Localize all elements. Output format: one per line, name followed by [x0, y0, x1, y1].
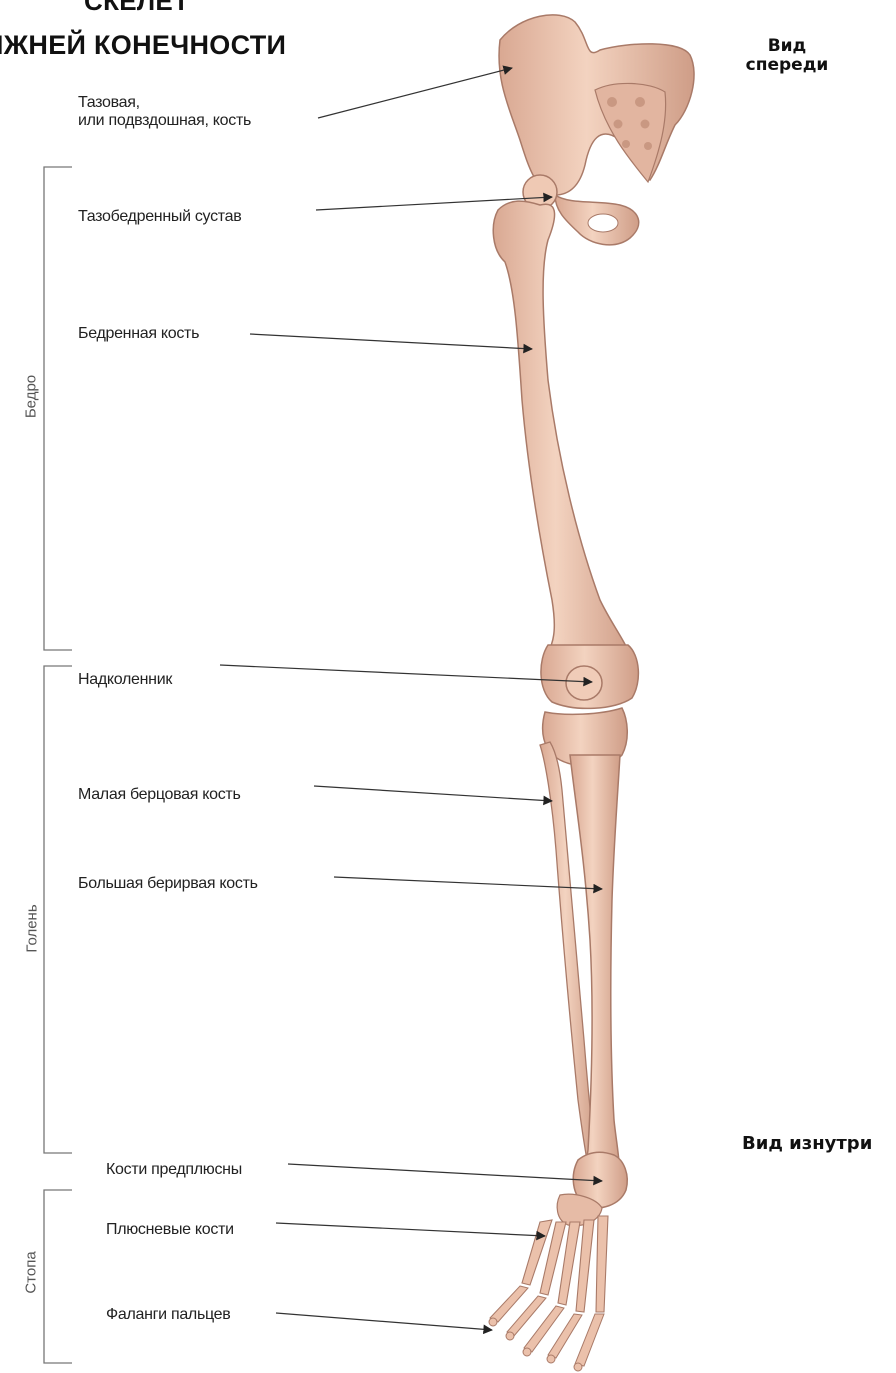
femur-bone: [493, 201, 632, 660]
leader-patella: [220, 665, 592, 682]
region-label-thigh: Бедро: [23, 372, 40, 422]
patella-bone: [566, 666, 602, 700]
leader-tarsals: [288, 1164, 602, 1181]
label-tarsals: Кости предплюсны: [106, 1161, 242, 1179]
leader-pelvis: [318, 68, 512, 118]
region-brackets: [44, 167, 72, 1363]
phalanx-bones: [489, 1286, 604, 1371]
bracket-thigh: [44, 167, 72, 650]
label-phalanges: Фаланги пальцев: [106, 1306, 230, 1324]
leader-fibula: [314, 786, 552, 801]
region-label-shin: Голень: [24, 901, 41, 957]
label-hip-joint: Тазобедренный сустав: [78, 208, 241, 226]
leader-metatarsals: [276, 1223, 545, 1236]
label-pelvis: Тазовая, или подвздошная, кость: [78, 94, 251, 130]
label-tibia: Большая берирвая кость: [78, 875, 258, 893]
bracket-foot: [44, 1190, 72, 1363]
metatarsal-bones: [522, 1216, 608, 1312]
leader-femur: [250, 334, 532, 349]
label-metatarsals: Плюсневые кости: [106, 1221, 234, 1239]
region-label-foot: Стопа: [23, 1248, 40, 1298]
leader-phalanges: [276, 1313, 492, 1330]
label-fibula: Малая берцовая кость: [78, 786, 241, 804]
label-femur: Бедренная кость: [78, 325, 199, 343]
label-patella: Надколенник: [78, 671, 172, 689]
bracket-shin: [44, 666, 72, 1153]
